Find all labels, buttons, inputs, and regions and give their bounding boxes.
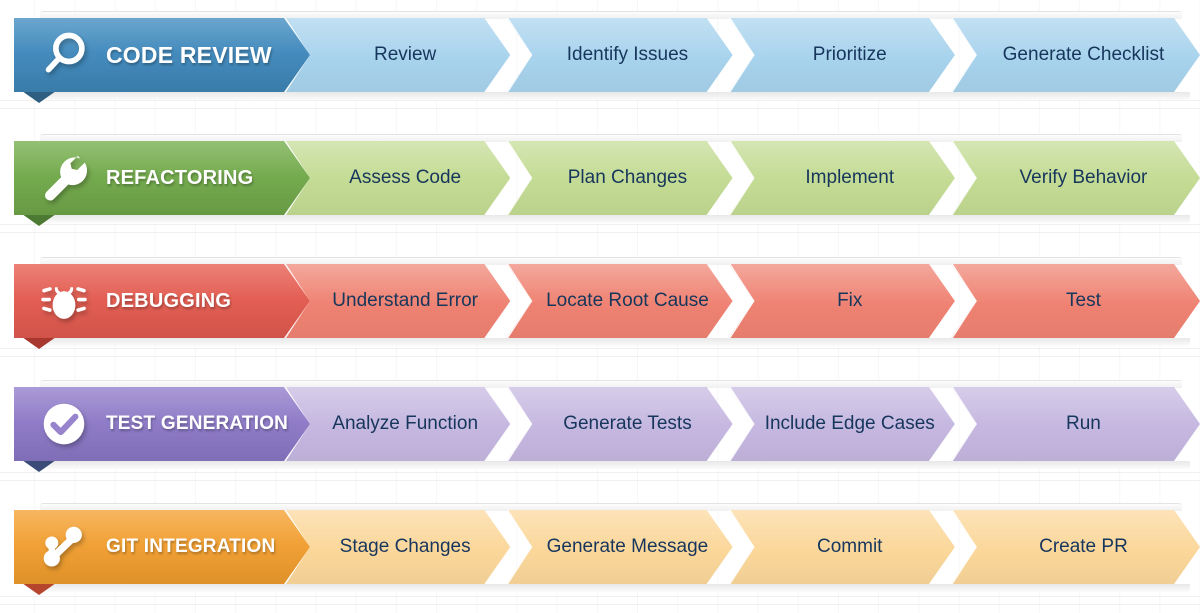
workflow-row-debugging: DEBUGGING Understand Error Locate Root Cau… xyxy=(14,257,1200,349)
ribbon-tail xyxy=(22,460,56,472)
row-header-debugging[interactable]: DEBUGGING xyxy=(14,264,310,338)
step-label: Generate Checklist xyxy=(1002,44,1165,65)
ribbon-tail xyxy=(22,91,56,103)
step-chevron[interactable]: Stage Changes xyxy=(284,510,510,584)
row-steps-debugging: Understand Error Locate Root Cause Fix Test xyxy=(284,264,1200,338)
row-header-label: TEST GENERATION xyxy=(106,413,289,434)
row-header-refactoring[interactable]: REFACTORING xyxy=(14,141,310,215)
check-circle-icon xyxy=(36,396,92,452)
step-chevron[interactable]: Prioritize xyxy=(729,18,955,92)
step-chevron[interactable]: Understand Error xyxy=(284,264,510,338)
step-label: Analyze Function xyxy=(332,413,479,434)
step-label: Review xyxy=(373,44,437,65)
magnifier-icon xyxy=(36,27,92,83)
workflow-row-refactoring: REFACTORING Assess Code Plan Changes Implem… xyxy=(14,134,1200,226)
step-label: Verify Behavior xyxy=(1019,167,1148,188)
ribbon-tail xyxy=(22,337,56,349)
row-steps-code-review: Review Identify Issues Prioritize Generate … xyxy=(284,18,1200,92)
step-chevron[interactable]: Locate Root Cause xyxy=(506,264,732,338)
step-label: Commit xyxy=(817,536,883,557)
ribbon-tail xyxy=(22,214,56,226)
step-chevron[interactable]: Create PR xyxy=(951,510,1200,584)
step-chevron[interactable]: Fix xyxy=(729,264,955,338)
wrench-icon xyxy=(36,150,92,206)
step-chevron[interactable]: Commit xyxy=(729,510,955,584)
step-chevron[interactable]: Review xyxy=(284,18,510,92)
step-chevron[interactable]: Verify Behavior xyxy=(951,141,1200,215)
step-label: Locate Root Cause xyxy=(546,290,709,311)
step-label: Prioritize xyxy=(812,44,887,65)
step-label: Understand Error xyxy=(332,290,479,311)
step-chevron[interactable]: Implement xyxy=(729,141,955,215)
step-chevron[interactable]: Assess Code xyxy=(284,141,510,215)
row-header-test-generation[interactable]: TEST GENERATION xyxy=(14,387,310,461)
step-label: Plan Changes xyxy=(567,167,688,188)
step-label: Create PR xyxy=(1039,536,1128,557)
step-label: Generate Tests xyxy=(563,413,692,434)
git-branch-icon xyxy=(36,519,92,575)
step-chevron[interactable]: Generate Checklist xyxy=(951,18,1200,92)
step-label: Assess Code xyxy=(349,167,462,188)
step-chevron[interactable]: Run xyxy=(951,387,1200,461)
step-chevron[interactable]: Plan Changes xyxy=(506,141,732,215)
row-header-label: GIT INTEGRATION xyxy=(106,536,276,557)
step-chevron[interactable]: Generate Message xyxy=(506,510,732,584)
ribbon-tail xyxy=(22,583,56,595)
step-label: Run xyxy=(1066,413,1101,434)
step-label: Implement xyxy=(805,167,895,188)
row-header-git-integration[interactable]: GIT INTEGRATION xyxy=(14,510,310,584)
row-header-label: DEBUGGING xyxy=(106,289,232,312)
step-label: Identify Issues xyxy=(566,44,689,65)
row-steps-test-generation: Analyze Function Generate Tests Include Ed… xyxy=(284,387,1200,461)
row-header-label: CODE REVIEW xyxy=(106,41,272,68)
step-chevron[interactable]: Include Edge Cases xyxy=(729,387,955,461)
step-label: Fix xyxy=(837,290,863,311)
workflow-row-git-integration: GIT INTEGRATION Stage Changes Generate Mes… xyxy=(14,503,1200,595)
step-label: Test xyxy=(1066,290,1101,311)
step-label: Include Edge Cases xyxy=(764,413,935,434)
step-label: Generate Message xyxy=(546,536,709,557)
workflow-row-test-generation: TEST GENERATION Analyze Function Generate … xyxy=(14,380,1200,472)
row-header-code-review[interactable]: CODE REVIEW xyxy=(14,18,310,92)
bug-icon xyxy=(36,273,92,329)
row-header-label: REFACTORING xyxy=(106,166,254,189)
row-steps-git-integration: Stage Changes Generate Message Commit Creat… xyxy=(284,510,1200,584)
step-chevron[interactable]: Identify Issues xyxy=(506,18,732,92)
step-chevron[interactable]: Analyze Function xyxy=(284,387,510,461)
step-chevron[interactable]: Generate Tests xyxy=(506,387,732,461)
row-steps-refactoring: Assess Code Plan Changes Implement Verify B… xyxy=(284,141,1200,215)
step-chevron[interactable]: Test xyxy=(951,264,1200,338)
workflow-row-code-review: CODE REVIEW Review Identify Issues Prioriti… xyxy=(14,11,1200,103)
step-label: Stage Changes xyxy=(339,536,471,557)
